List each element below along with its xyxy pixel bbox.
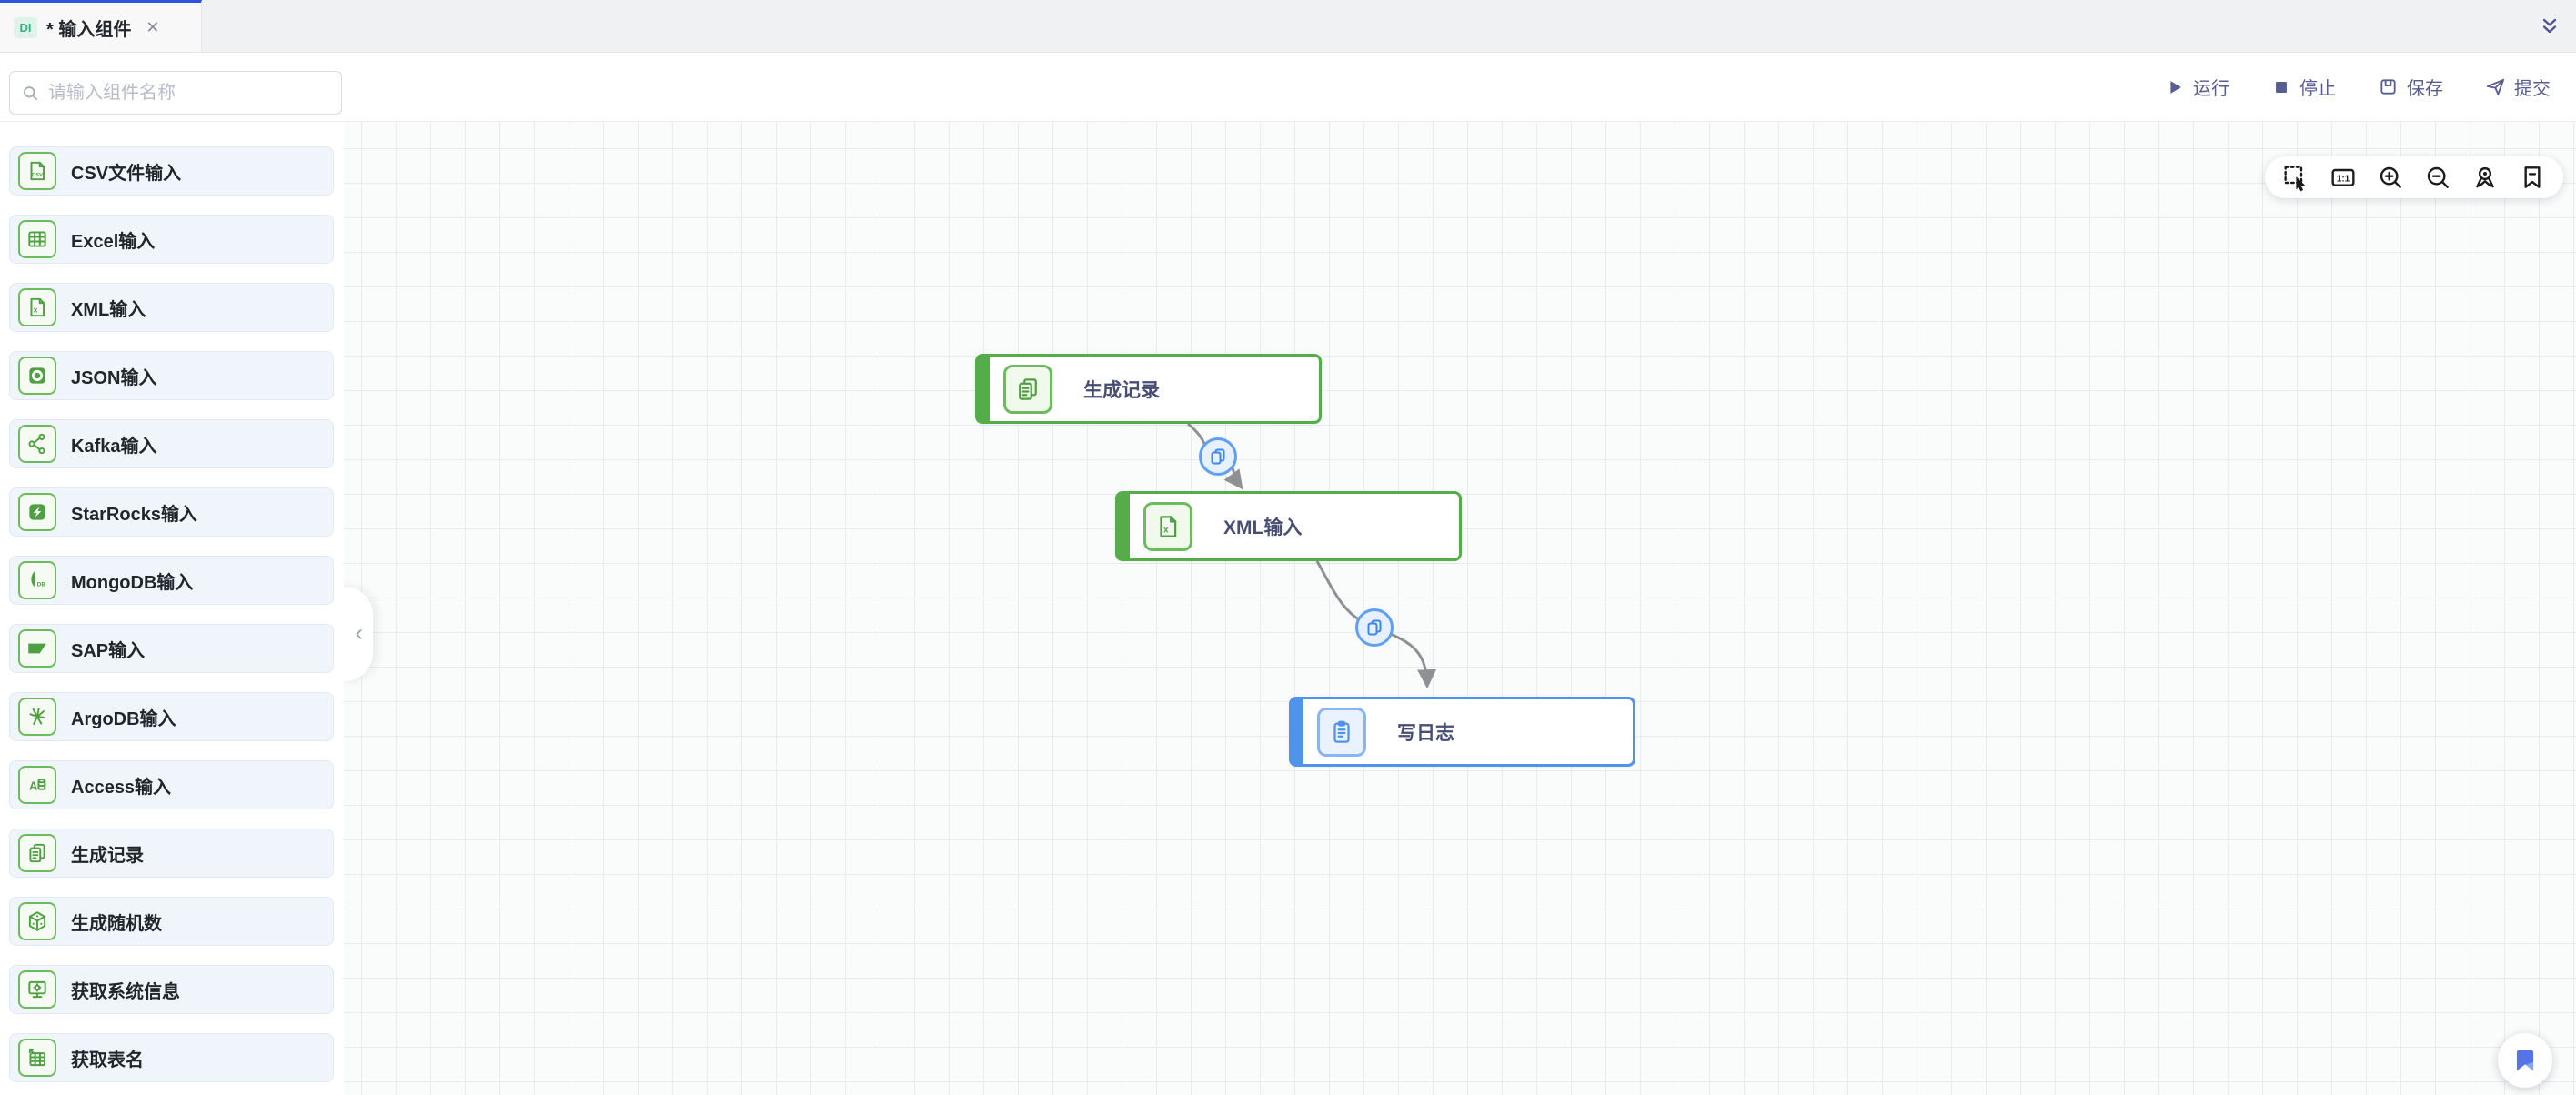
node-generate-records[interactable]: 生成记录 [975,354,1322,424]
component-item-excel-input[interactable]: Excel输入 [9,215,334,264]
save-icon [2378,76,2399,97]
tab-close-icon[interactable]: ✕ [146,18,160,36]
table-names-icon [18,1039,56,1077]
bookmark-icon [2516,1050,2534,1071]
sap-icon: SAP [18,629,56,668]
component-label: XML输入 [71,299,146,320]
component-item-xml-input[interactable]: x XML输入 [9,283,334,332]
access-icon: A [18,766,56,804]
mongodb-icon: DB [18,561,56,599]
play-icon [2165,77,2185,97]
component-item-argodb-input[interactable]: ArgoDB输入 [9,692,334,741]
component-label: 获取系统信息 [71,981,180,1002]
edge-copy-badge[interactable] [1199,437,1237,476]
edge-layer [1187,422,1437,689]
system-info-icon [18,970,56,1009]
component-label: 生成随机数 [71,913,162,934]
submit-button[interactable]: 提交 [2485,74,2551,100]
json-icon [18,357,56,395]
zoom-out-icon[interactable] [2422,162,2453,193]
component-item-access-input[interactable]: A Access输入 [9,760,334,809]
stop-label: 停止 [2299,79,2336,99]
tab-input-components[interactable]: DI * 输入组件 ✕ [0,0,202,52]
component-item-starrocks-input[interactable]: StarRocks输入 [9,487,334,537]
svg-text:x: x [1163,525,1169,535]
excel-grid-icon [18,220,56,258]
component-item-kafka-input[interactable]: Kafka输入 [9,419,334,468]
component-label: Access输入 [71,777,172,798]
di-badge: DI [14,16,37,38]
svg-text:CSV: CSV [32,173,43,178]
component-label: Excel输入 [71,231,156,252]
component-label: 生成记录 [71,845,144,866]
search-input[interactable] [48,82,330,104]
xml-file-icon: x [1143,501,1192,551]
component-label: MongoDB输入 [71,572,194,593]
bookmark-fab[interactable] [2498,1033,2552,1088]
node-status-bar [1291,698,1303,765]
component-label: 获取表名 [71,1050,144,1070]
starrocks-icon [18,493,56,531]
component-item-sap-input[interactable]: SAP SAP输入 [9,624,334,673]
double-chevron-down-icon[interactable] [2538,15,2561,38]
tab-title: * 输入组件 [46,19,132,40]
svg-text:1:1: 1:1 [2337,175,2350,185]
run-button[interactable]: 运行 [2165,74,2229,100]
bookmark-minus-icon[interactable] [2517,162,2548,193]
header-actions: 运行 停止 保存 [2165,53,2551,121]
node-status-bar [977,356,990,422]
generate-records-icon [18,834,56,872]
svg-text:x: x [34,306,38,315]
write-log-icon [1317,707,1366,757]
svg-text:A: A [29,779,38,792]
component-item-csv-input[interactable]: CSV CSV文件输入 [9,146,334,196]
component-label: SAP输入 [71,640,146,661]
marquee-select-icon[interactable] [2280,162,2311,193]
stop-icon [2271,77,2291,97]
node-status-bar [1117,493,1130,559]
actual-size-icon[interactable]: 1:1 [2328,162,2359,193]
tab-bar: DI * 输入组件 ✕ [0,0,2576,53]
component-label: JSON输入 [71,367,157,388]
component-item-table-names[interactable]: 获取表名 [9,1033,334,1082]
kafka-icon [18,425,56,463]
node-label: XML输入 [1223,517,1303,538]
header-toolbar: 运行 停止 保存 [0,53,2576,122]
submit-label: 提交 [2514,79,2551,99]
csv-file-icon: CSV [18,152,56,190]
node-label: 写日志 [1397,722,1454,744]
node-xml-input[interactable]: x XML输入 [1115,491,1462,561]
canvas-toolbar: 1:1 [2265,156,2563,198]
component-search [9,71,342,115]
component-label: ArgoDB输入 [71,708,176,729]
component-item-random-number[interactable]: 生成随机数 [9,897,334,946]
edge-copy-badge[interactable] [1355,608,1394,647]
svg-text:DB: DB [37,582,46,588]
flow-canvas[interactable]: 生成记录 x XML输入 写日志 [0,122,2576,1095]
component-item-json-input[interactable]: JSON输入 [9,351,334,400]
generate-records-icon [1003,364,1052,414]
save-button[interactable]: 保存 [2378,74,2443,100]
xml-file-icon: x [18,288,56,326]
component-item-generate-records[interactable]: 生成记录 [9,829,334,878]
locate-icon[interactable] [2470,162,2501,193]
save-label: 保存 [2407,79,2443,99]
stop-button[interactable]: 停止 [2271,74,2336,100]
svg-text:SAP: SAP [29,647,42,653]
component-label: CSV文件输入 [71,163,182,184]
run-label: 运行 [2193,79,2229,99]
node-write-log[interactable]: 写日志 [1289,697,1635,767]
paper-plane-icon [2485,76,2506,97]
component-item-system-info[interactable]: 获取系统信息 [9,965,334,1014]
search-icon [21,84,40,103]
component-label: Kafka输入 [71,436,157,457]
zoom-in-icon[interactable] [2375,162,2406,193]
node-label: 生成记录 [1083,379,1160,401]
random-number-icon [18,902,56,940]
chevron-left-icon: ‹ [355,618,363,647]
component-sidebar: CSV CSV文件输入 Excel输入 x XML输入 [0,122,344,1095]
component-label: StarRocks输入 [71,504,197,525]
argodb-icon [18,698,56,736]
component-item-mongodb-input[interactable]: DB MongoDB输入 [9,556,334,605]
